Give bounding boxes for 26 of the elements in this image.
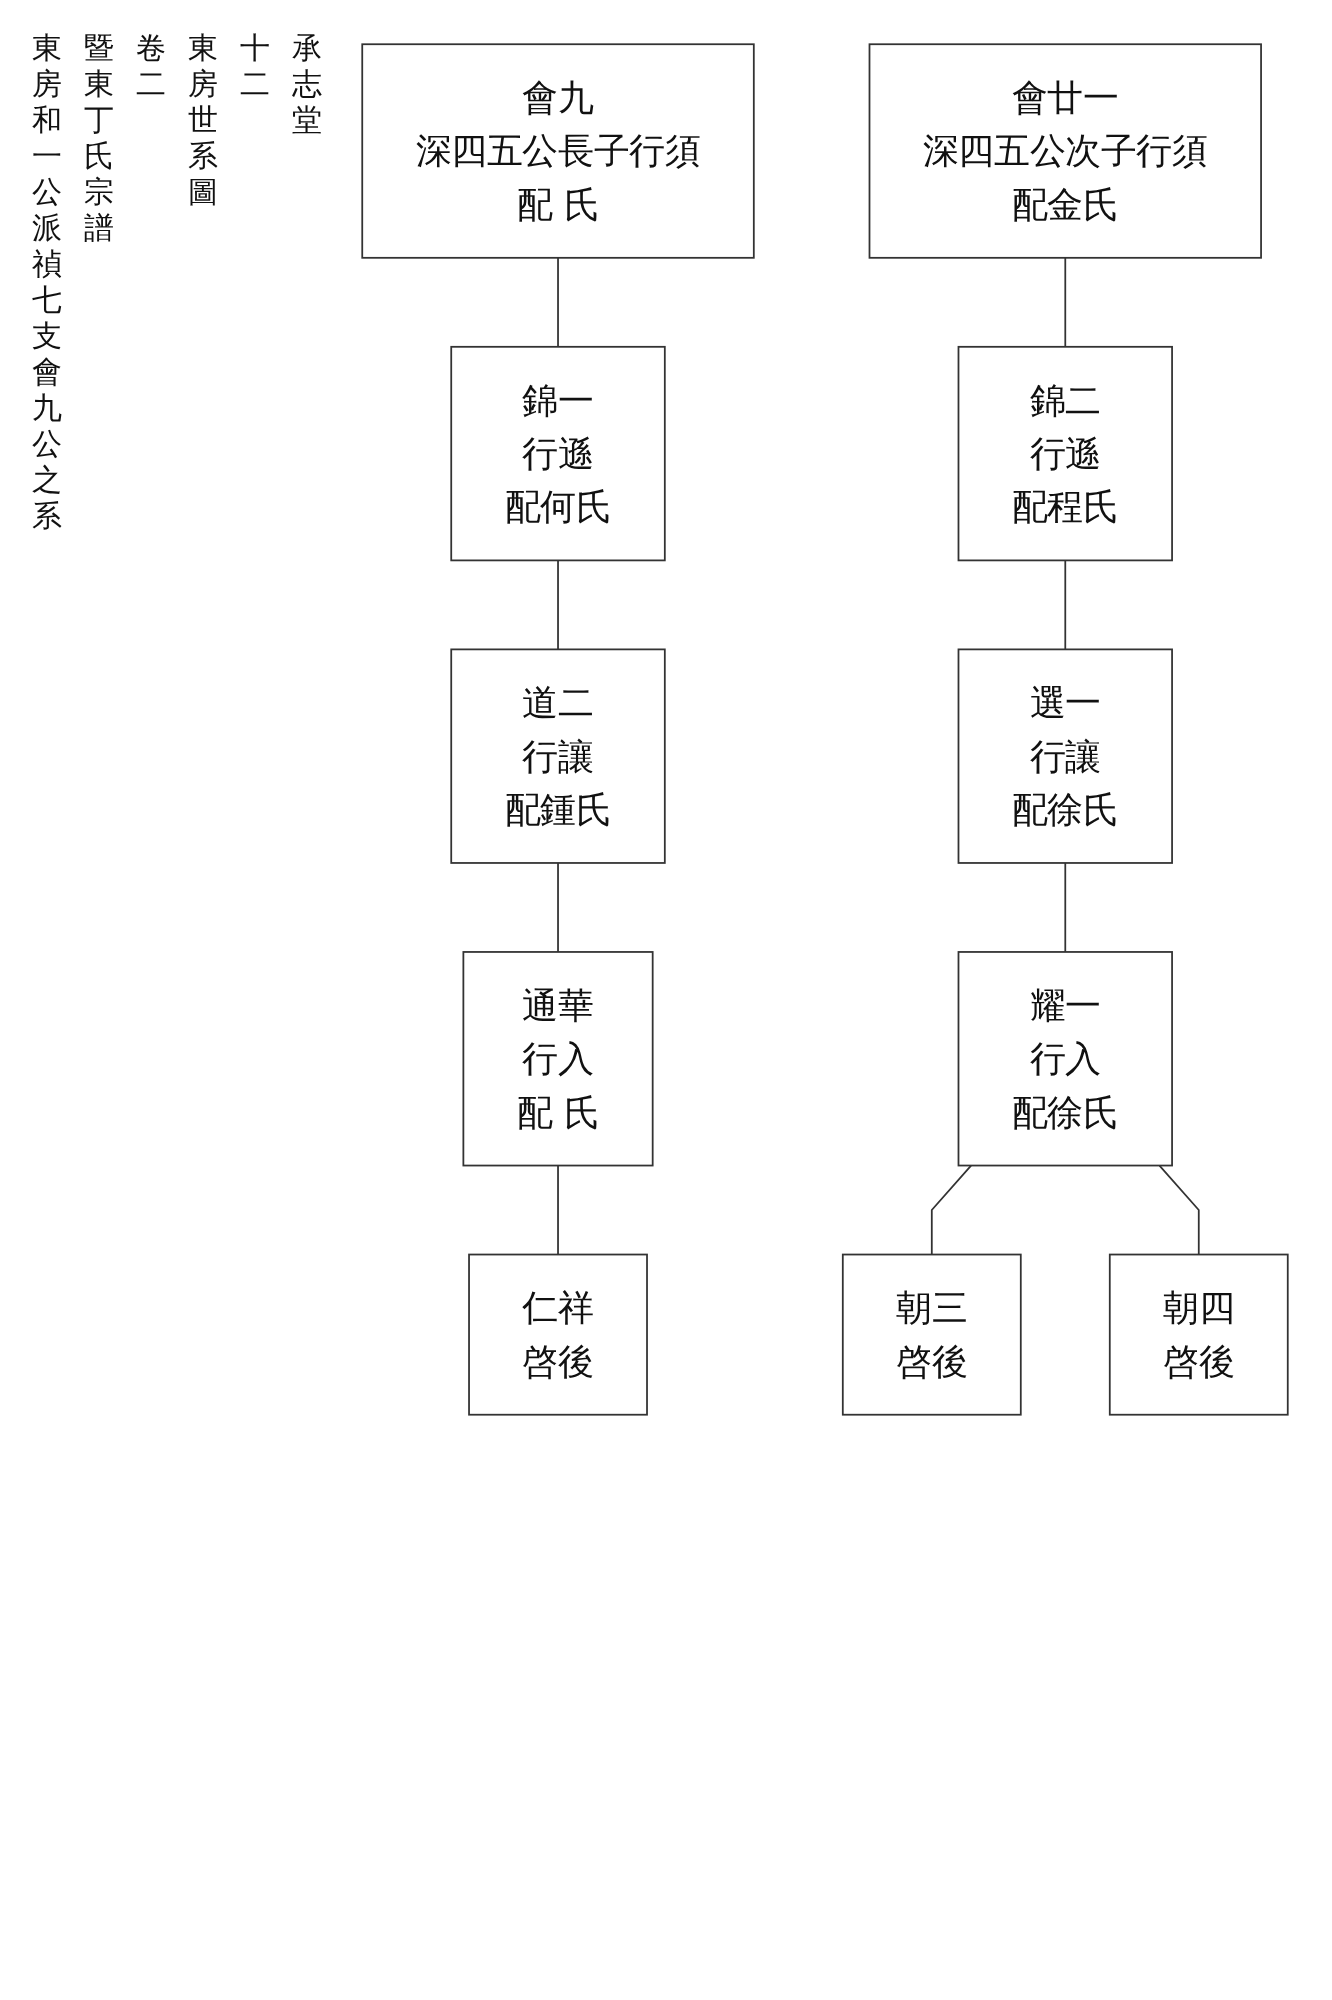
connector: [1064, 256, 1067, 348]
connector: [1064, 559, 1067, 651]
margin-text: 東房和一公派禎七支會九公之系: [31, 30, 63, 534]
margin-text: 東房世系圖: [187, 30, 219, 210]
node-box: 朝三 啓後: [841, 1253, 1022, 1416]
node-box: 會廿一 深四五公次子行須 配金氏: [868, 43, 1262, 259]
margin-text: 暨東丁氏宗譜: [83, 30, 115, 246]
connector: [1158, 1164, 1200, 1256]
connector: [557, 559, 559, 651]
connector: [930, 1164, 972, 1256]
connector: [557, 862, 559, 953]
node-box: 錦二 行遜 配程氏: [957, 345, 1173, 562]
node-box: 錦一 行遜 配何氏: [450, 345, 666, 562]
connector: [557, 256, 559, 348]
connector: [557, 1164, 559, 1256]
node-box: 耀一 行入 配徐氏: [957, 951, 1173, 1167]
margin-text: 十二: [239, 30, 271, 102]
margin-text: 卷二: [135, 30, 167, 102]
node-box: 仁祥 啓後: [468, 1253, 648, 1416]
node-box: 朝四 啓後: [1108, 1253, 1289, 1416]
node-box: 通華 行入 配 氏: [462, 951, 654, 1167]
margin-text: 承志堂: [291, 30, 323, 138]
node-box: 會九 深四五公長子行須 配 氏: [361, 43, 755, 259]
connector: [1064, 862, 1067, 953]
node-box: 道二 行讓 配鍾氏: [450, 648, 666, 864]
node-box: 選一 行讓 配徐氏: [957, 648, 1173, 864]
